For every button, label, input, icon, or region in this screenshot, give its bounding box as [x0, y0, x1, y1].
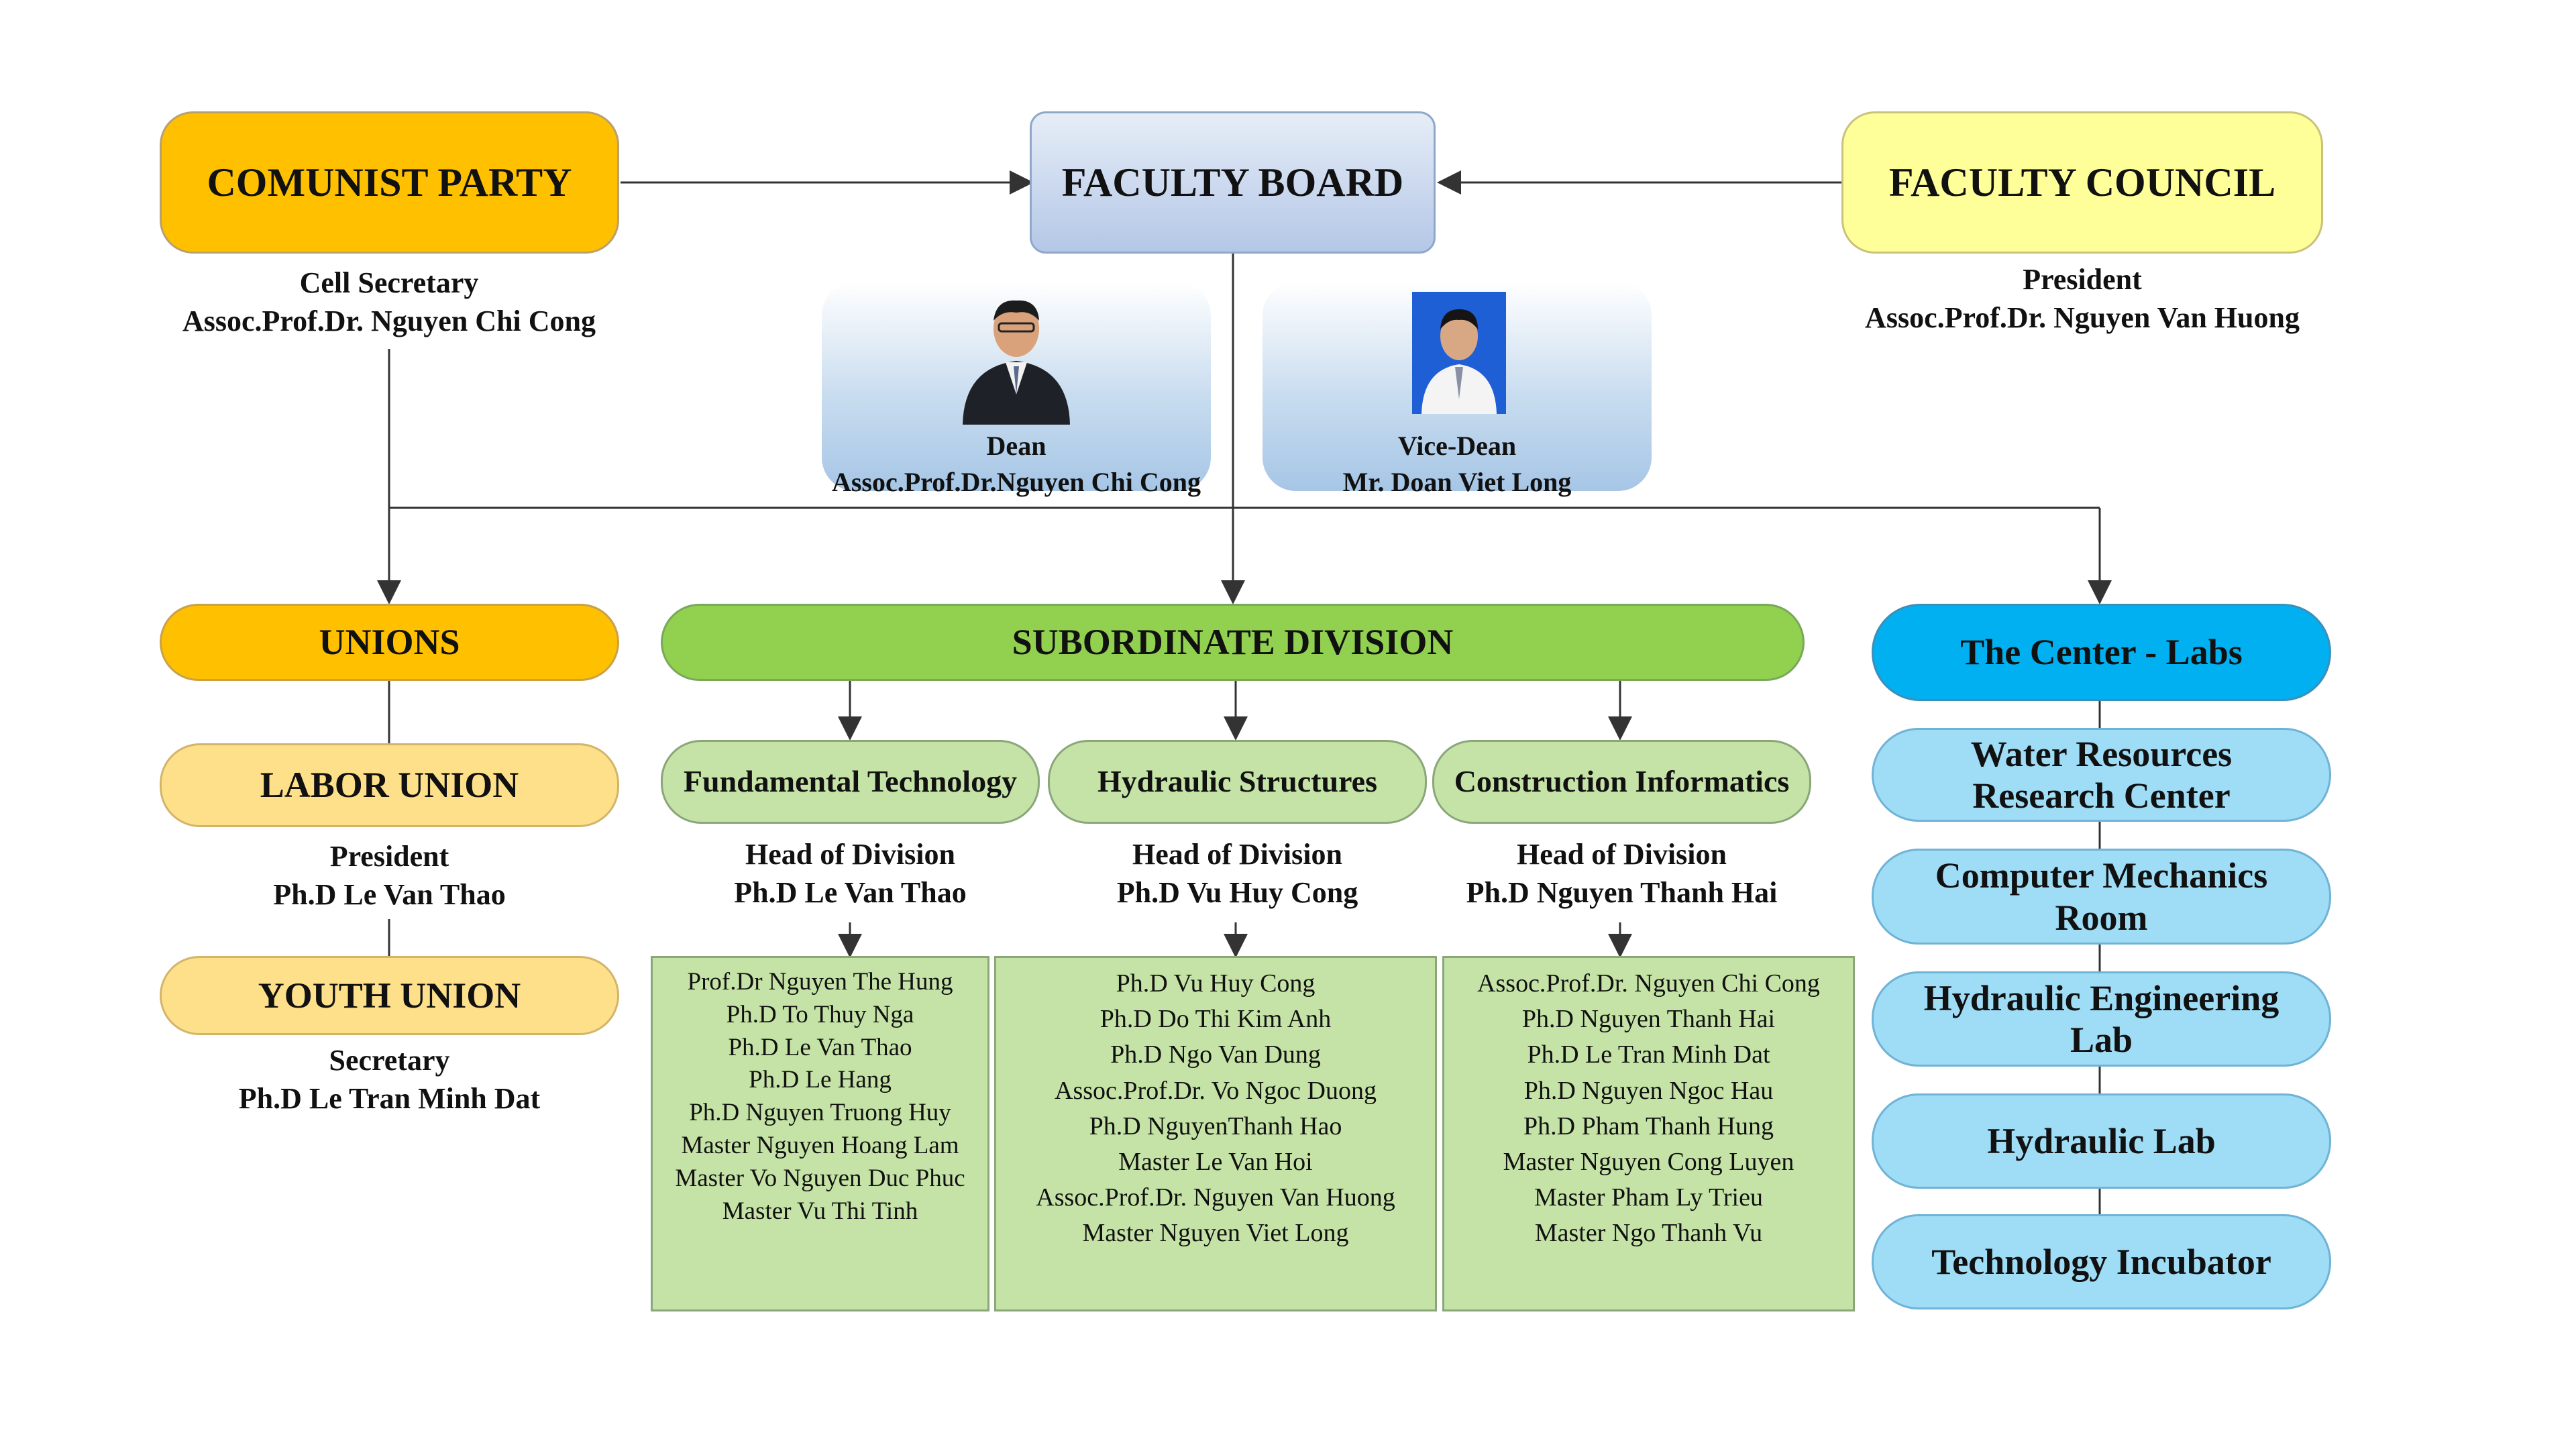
dean-photo	[963, 300, 1070, 425]
labor-union-box: LABOR UNION	[160, 743, 619, 827]
unions-label: UNIONS	[319, 622, 460, 663]
youth-union-info: Secretary Ph.D Le Tran Minh Dat	[160, 1041, 619, 1118]
lab-computer-mechanics: Computer Mechanics Room	[1872, 849, 2331, 945]
division-head-info: Head of Division Ph.D Le Van Thao	[661, 835, 1040, 912]
head-title: Head of Division	[1132, 838, 1342, 871]
member: Assoc.Prof.Dr. Nguyen Chi Cong	[1477, 969, 1820, 998]
member: Ph.D Nguyen Ngoc Hau	[1523, 1076, 1774, 1105]
member: Ph.D Nguyen Truong Huy	[689, 1099, 951, 1127]
lab-hydraulic-engineering: Hydraulic Engineering Lab	[1872, 971, 2331, 1067]
youth-union-label: YOUTH UNION	[258, 975, 521, 1016]
lab-line1: Hydraulic Lab	[1987, 1120, 2216, 1161]
member: Ph.D Le Hang	[749, 1066, 892, 1094]
member: Ph.D Vu Huy Cong	[1116, 969, 1316, 998]
lab-line1: Technology Incubator	[1931, 1241, 2271, 1282]
head-title: Head of Division	[745, 838, 955, 871]
member: Master Nguyen Cong Luyen	[1503, 1147, 1794, 1176]
faculty-board-box: FACULTY BOARD	[1030, 111, 1436, 254]
lab-line2: Room	[2055, 897, 2148, 938]
center-labs-box: The Center - Labs	[1872, 604, 2331, 701]
member: Assoc.Prof.Dr. Vo Ngoc Duong	[1055, 1076, 1377, 1105]
lab-line1: Water Resources	[1970, 733, 2233, 774]
member: Ph.D Pham Thanh Hung	[1523, 1112, 1774, 1140]
member-list-informatics: Assoc.Prof.Dr. Nguyen Chi Cong Ph.D Nguy…	[1442, 956, 1855, 1311]
member: Master Vu Thi Tinh	[722, 1197, 918, 1225]
division-construction-informatics: Construction Informatics	[1432, 740, 1811, 824]
member: Ph.D Ngo Van Dung	[1110, 1040, 1321, 1069]
member: Ph.D Le Van Thao	[728, 1033, 912, 1061]
head-name: Ph.D Vu Huy Cong	[1116, 876, 1358, 910]
labor-union-role: President	[329, 840, 449, 873]
labor-union-label: LABOR UNION	[260, 765, 519, 806]
lab-water-resources: Water Resources Research Center	[1872, 728, 2331, 822]
labor-union-info: President Ph.D Le Van Thao	[160, 837, 619, 914]
dean-role: Dean	[986, 431, 1046, 461]
subordinate-division-label: SUBORDINATE DIVISION	[1012, 622, 1454, 663]
center-labs-label: The Center - Labs	[1960, 632, 2243, 673]
subordinate-division-box: SUBORDINATE DIVISION	[661, 604, 1805, 681]
member: Prof.Dr Nguyen The Hung	[687, 968, 953, 996]
member: Master Le Van Hoi	[1118, 1147, 1313, 1176]
member: Ph.D Do Thi Kim Anh	[1099, 1005, 1332, 1034]
party-role: Cell Secretary	[299, 266, 479, 299]
member: Master Pham Ly Trieu	[1534, 1183, 1763, 1212]
division-head-info: Head of Division Ph.D Vu Huy Cong	[1048, 835, 1427, 912]
council-role: President	[2023, 263, 2142, 296]
division-fundamental-technology: Fundamental Technology	[661, 740, 1040, 824]
head-name: Ph.D Le Van Thao	[734, 876, 967, 910]
labor-union-name: Ph.D Le Van Thao	[273, 878, 506, 912]
faculty-board-label: FACULTY BOARD	[1061, 160, 1404, 205]
party-secretary-info: Cell Secretary Assoc.Prof.Dr. Nguyen Chi…	[134, 264, 644, 340]
head-name: Ph.D Nguyen Thanh Hai	[1466, 876, 1778, 910]
member-list-fundamental: Prof.Dr Nguyen The Hung Ph.D To Thuy Nga…	[651, 956, 989, 1311]
member-list-hydraulic: Ph.D Vu Huy Cong Ph.D Do Thi Kim Anh Ph.…	[994, 956, 1437, 1311]
communist-party-box: COMUNIST PARTY	[160, 111, 619, 254]
communist-party-label: COMUNIST PARTY	[207, 160, 572, 205]
division-label: Construction Informatics	[1454, 764, 1790, 799]
party-name: Assoc.Prof.Dr. Nguyen Chi Cong	[182, 305, 596, 338]
head-title: Head of Division	[1517, 838, 1727, 871]
lab-line2: Lab	[2070, 1020, 2133, 1060]
council-president-info: President Assoc.Prof.Dr. Nguyen Van Huon…	[1811, 260, 2353, 337]
member: Master Nguyen Viet Long	[1082, 1219, 1349, 1248]
vice-dean-name: Mr. Doan Viet Long	[1342, 467, 1572, 497]
dean-name: Assoc.Prof.Dr.Nguyen Chi Cong	[831, 467, 1201, 497]
youth-union-role: Secretary	[329, 1044, 450, 1077]
lab-technology-incubator: Technology Incubator	[1872, 1214, 2331, 1309]
division-hydraulic-structures: Hydraulic Structures	[1048, 740, 1427, 824]
vice-dean-role: Vice-Dean	[1397, 431, 1517, 461]
youth-union-name: Ph.D Le Tran Minh Dat	[238, 1082, 541, 1116]
faculty-council-label: FACULTY COUNCIL	[1888, 160, 2276, 205]
lab-hydraulic: Hydraulic Lab	[1872, 1093, 2331, 1189]
youth-union-box: YOUTH UNION	[160, 956, 619, 1035]
division-label: Fundamental Technology	[683, 764, 1018, 799]
vice-dean-label: Vice-Dean Mr. Doan Viet Long	[1263, 428, 1652, 500]
member: Ph.D Le Tran Minh Dat	[1527, 1040, 1770, 1069]
member: Ph.D Nguyen Thanh Hai	[1521, 1005, 1776, 1034]
division-head-info: Head of Division Ph.D Nguyen Thanh Hai	[1432, 835, 1811, 912]
lab-line2: Research Center	[1972, 775, 2231, 816]
vice-dean-card: Vice-Dean Mr. Doan Viet Long	[1263, 282, 1652, 497]
division-label: Hydraulic Structures	[1097, 764, 1377, 799]
council-name: Assoc.Prof.Dr. Nguyen Van Huong	[1865, 301, 2300, 335]
lab-line1: Computer Mechanics	[1935, 855, 2268, 896]
dean-card: Dean Assoc.Prof.Dr.Nguyen Chi Cong	[822, 282, 1211, 497]
member: Master Ngo Thanh Vu	[1534, 1219, 1763, 1248]
member: Assoc.Prof.Dr. Nguyen Van Huong	[1036, 1183, 1395, 1212]
vice-dean-photo	[1412, 292, 1506, 414]
member: Master Nguyen Hoang Lam	[681, 1132, 959, 1160]
faculty-council-box: FACULTY COUNCIL	[1841, 111, 2323, 254]
dean-label: Dean Assoc.Prof.Dr.Nguyen Chi Cong	[822, 428, 1211, 500]
member: Ph.D NguyenThanh Hao	[1089, 1112, 1342, 1140]
unions-box: UNIONS	[160, 604, 619, 681]
member: Master Vo Nguyen Duc Phuc	[675, 1164, 965, 1192]
member: Ph.D To Thuy Nga	[726, 1000, 914, 1028]
lab-line1: Hydraulic Engineering	[1923, 977, 2279, 1018]
